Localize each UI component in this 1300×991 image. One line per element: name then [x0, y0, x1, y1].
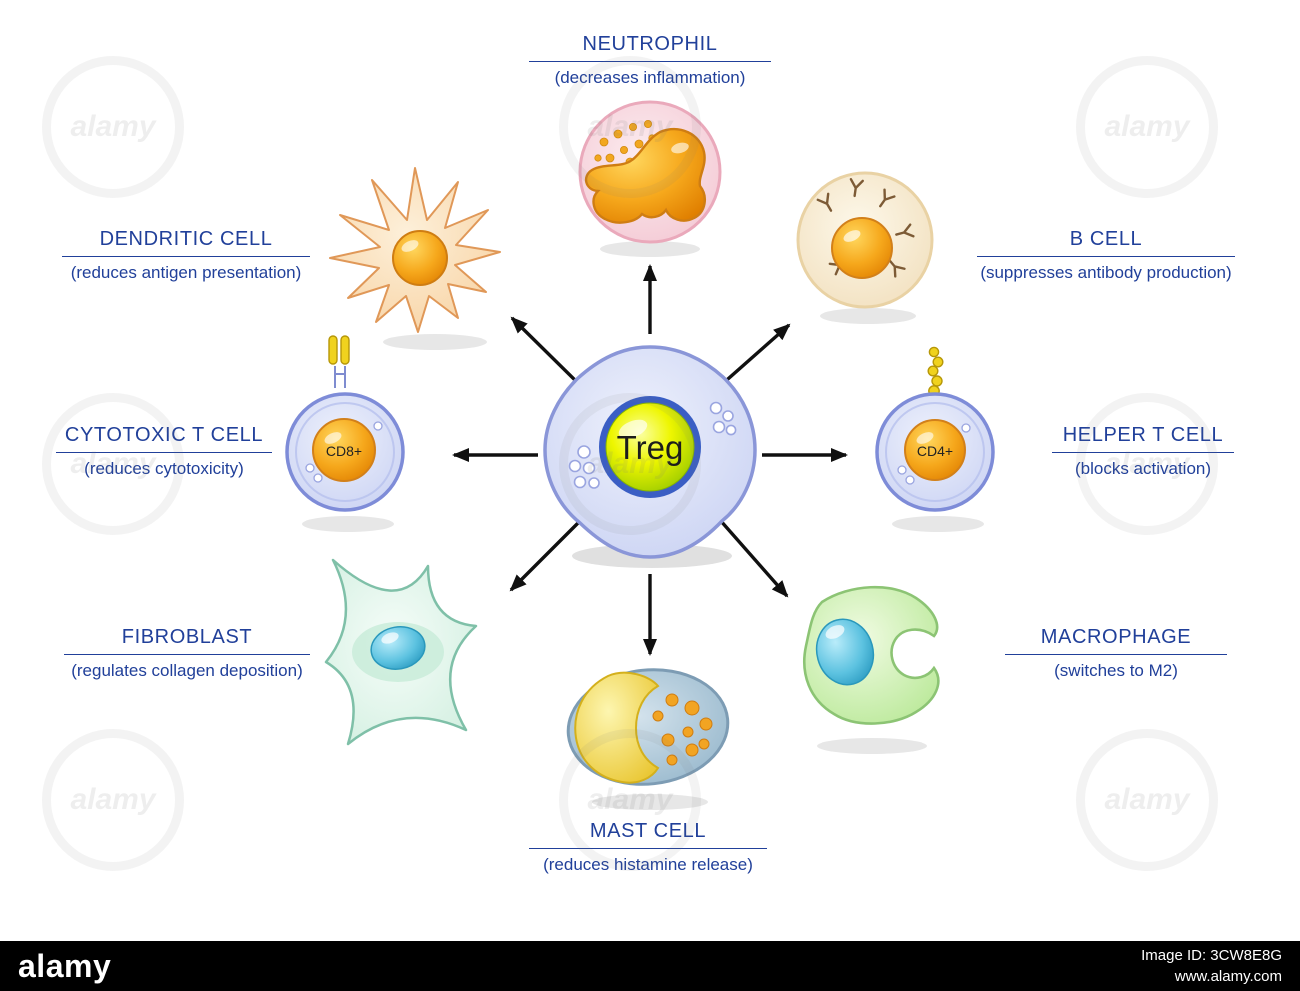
mast-nucleus: [574, 671, 660, 784]
fibroblast-name: FIBROBLAST: [64, 626, 310, 655]
cytotoxic-t-nucleus: [312, 418, 376, 482]
neutrophil-cell: [578, 100, 722, 257]
b-cell: [796, 171, 934, 324]
label-neutrophil: NEUTROPHIL (decreases inflammation): [529, 33, 771, 88]
macrophage-effect: (switches to M2): [1054, 661, 1178, 680]
b-cell-effect: (suppresses antibody production): [980, 263, 1232, 282]
image-id: Image ID: 3CW8E8G: [1141, 947, 1282, 964]
label-cytotoxic-t-cell: CYTOTOXIC T CELL (reduces cytotoxicity): [56, 424, 272, 479]
label-helper-t-cell: HELPER T CELL (blocks activation): [1052, 424, 1234, 479]
arrow-to-macrophage: [718, 518, 789, 598]
macrophage-name: MACROPHAGE: [1005, 626, 1227, 655]
helper-t-nucleus: [904, 419, 966, 481]
cd8-label: CD8+: [326, 443, 362, 459]
dendritic-effect: (reduces antigen presentation): [70, 263, 302, 282]
dendritic-name: DENDRITIC CELL: [62, 228, 310, 257]
fibroblast-cell: [324, 558, 478, 746]
mast-cell-name: MAST CELL: [529, 820, 767, 849]
footer-bar: alamy Image ID: 3CW8E8G www.alamy.com: [0, 941, 1300, 991]
cd8-receptor-icon: [328, 335, 350, 388]
mast-cell: [566, 668, 730, 810]
diagram-svg: CD4+: [285, 100, 995, 810]
cd4-label: CD4+: [917, 443, 953, 459]
treg-label: Treg: [617, 429, 684, 466]
arrow-to-dendritic-cell: [510, 316, 583, 388]
neutrophil-name: NEUTROPHIL: [529, 33, 771, 62]
treg-cell: Treg: [543, 345, 757, 568]
label-mast-cell: MAST CELL (reduces histamine release): [529, 820, 767, 875]
helper-t-name: HELPER T CELL: [1052, 424, 1234, 453]
label-macrophage: MACROPHAGE (switches to M2): [1005, 626, 1227, 681]
b-cell-name: B CELL: [977, 228, 1235, 257]
label-fibroblast: FIBROBLAST (regulates collagen depositio…: [64, 626, 310, 681]
label-b-cell: B CELL (suppresses antibody production): [977, 228, 1235, 283]
arrows: [452, 264, 848, 656]
label-dendritic-cell: DENDRITIC CELL (reduces antigen presenta…: [62, 228, 310, 283]
arrow-to-b-cell: [718, 323, 791, 388]
cytotoxic-t-name: CYTOTOXIC T CELL: [56, 424, 272, 453]
alamy-url[interactable]: www.alamy.com: [1174, 968, 1282, 985]
helper-t-effect: (blocks activation): [1074, 459, 1212, 478]
helper-t-cell: CD4+: [875, 346, 995, 532]
cytotoxic-t-cell: CD8+: [285, 335, 405, 532]
dendritic-cell: [329, 167, 501, 350]
arrow-to-fibroblast: [509, 518, 583, 592]
fibroblast-effect: (regulates collagen deposition): [71, 661, 303, 680]
neutrophil-effect: (decreases inflammation): [554, 68, 746, 87]
mast-cell-effect: (reduces histamine release): [543, 855, 753, 874]
dendritic-nucleus: [392, 230, 448, 286]
b-cell-nucleus: [831, 217, 893, 279]
cytotoxic-t-effect: (reduces cytotoxicity): [84, 459, 244, 478]
alamy-logo: alamy: [18, 948, 112, 984]
macrophage-cell: [803, 585, 940, 754]
